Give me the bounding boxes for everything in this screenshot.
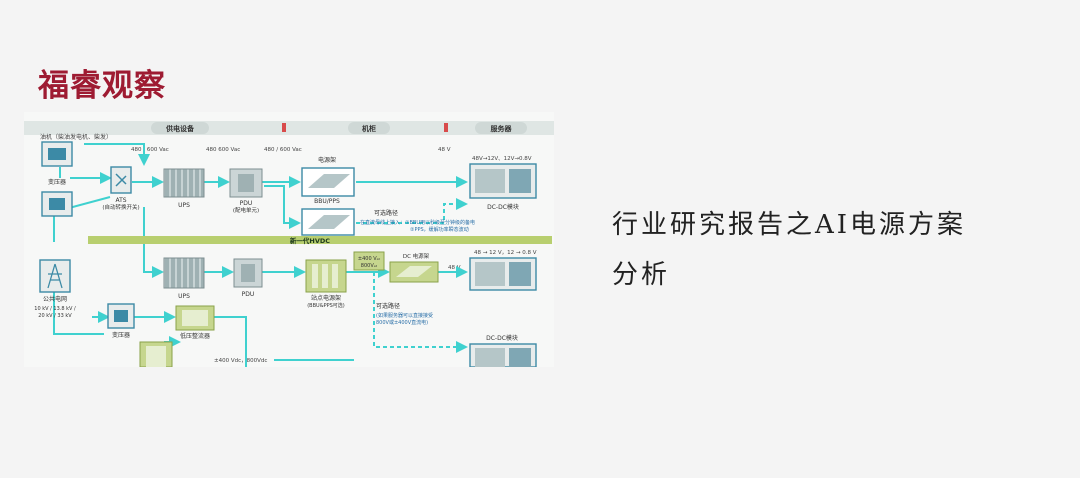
article-headline: 行业研究报告之AI电源方案 分析 — [612, 200, 1052, 300]
voltage-badge-label: 800Vₐₜ — [361, 263, 378, 269]
voltage-label: 480 600 Vac — [206, 147, 240, 153]
node-label: UPS — [178, 202, 190, 209]
ups-icon — [163, 168, 205, 198]
header-box — [475, 122, 527, 134]
header-label: 供电设备 — [165, 124, 195, 133]
ups-icon-2 — [163, 257, 205, 289]
voltage-label: ±400 Vdc，800Vdc — [214, 358, 267, 364]
voltage-badge-label: ±400 Vₐₜ — [358, 256, 381, 262]
node-label: 公共电网 — [43, 295, 67, 303]
node-label: (自动转换开关) — [102, 203, 139, 211]
power-architecture-diagram: 供电设备 机柜 服务器 油机（柴油发电机、柴发） 480 / 600 Vac 4… — [24, 112, 554, 367]
pdu-icon — [229, 168, 263, 198]
voltage-badge — [353, 251, 385, 271]
headline-line-1: 行业研究报告之AI电源方案 — [612, 210, 967, 240]
header-box — [151, 122, 209, 134]
flow-line — [143, 207, 164, 278]
optional-path-note: 在直流母线上接入：①BBU用以秒级至分钟级的备电 — [360, 219, 475, 226]
node-label: DC-DC模块 — [487, 203, 519, 211]
header-separator — [282, 123, 286, 132]
hvdc-bus — [88, 236, 552, 244]
node-label: 20 kV / 33 kV — [38, 313, 72, 319]
voltage-label: 48V→12V、12V→0.8V — [472, 156, 532, 162]
optional-path-note: 800V或±400V直流电) — [376, 319, 428, 326]
node-label: DC 电源架 — [403, 252, 430, 260]
node-label: ATS — [115, 197, 126, 204]
node-label: (配电单元) — [233, 206, 259, 214]
hvdc-bus-label: 新一代HVDC — [290, 236, 330, 245]
flow-line — [373, 272, 468, 353]
header-box — [348, 122, 390, 134]
optional-path-title: 可选路径 — [374, 209, 398, 217]
node-label: 变压器 — [48, 178, 66, 186]
voltage-label: 480 / 600 Vac — [264, 147, 302, 153]
header-label: 服务器 — [491, 124, 513, 133]
flow-line — [264, 185, 301, 229]
node-label: PDU — [240, 200, 253, 207]
node-label: 电源架 — [318, 156, 336, 164]
brand-title: 福睿观察 — [38, 68, 166, 104]
voltage-label: 48 V — [438, 147, 451, 153]
node-label: BBU/PPS — [314, 198, 340, 205]
voltage-label: 480 / 600 Vac — [131, 147, 169, 153]
node-label: 低压整流器 — [180, 332, 210, 340]
node-label: (BBU&PPS可选) — [307, 302, 345, 309]
header-separator — [444, 123, 448, 132]
node-label: 站点电源架 — [311, 294, 341, 302]
node-label: 变压器 — [112, 331, 130, 339]
flow-line — [214, 316, 247, 367]
headline-line-2: 分析 — [612, 260, 671, 290]
flow-line — [53, 292, 104, 335]
node-label: UPS — [178, 293, 190, 300]
voltage-label: 48 V — [448, 265, 461, 271]
node-label: PDU — [242, 291, 255, 298]
voltage-label: 48 → 12 V，12 → 0.8 V — [474, 250, 537, 256]
node-label: 10 kV / 13.8 kV / — [34, 306, 76, 312]
flow-line — [356, 198, 468, 224]
optional-path-note: (如果服务器可以直接接受 — [376, 312, 433, 319]
optional-path-title: 可选路径 — [376, 302, 400, 310]
header-label: 机柜 — [362, 124, 376, 133]
header-band — [24, 121, 554, 135]
optional-path-note: ②PPS，缓解功率瞬态波动 — [410, 226, 469, 233]
flow-line — [84, 143, 150, 166]
node-label: DC-DC模块 — [486, 334, 518, 342]
top-left-label: 油机（柴油发电机、柴发） — [40, 133, 112, 141]
